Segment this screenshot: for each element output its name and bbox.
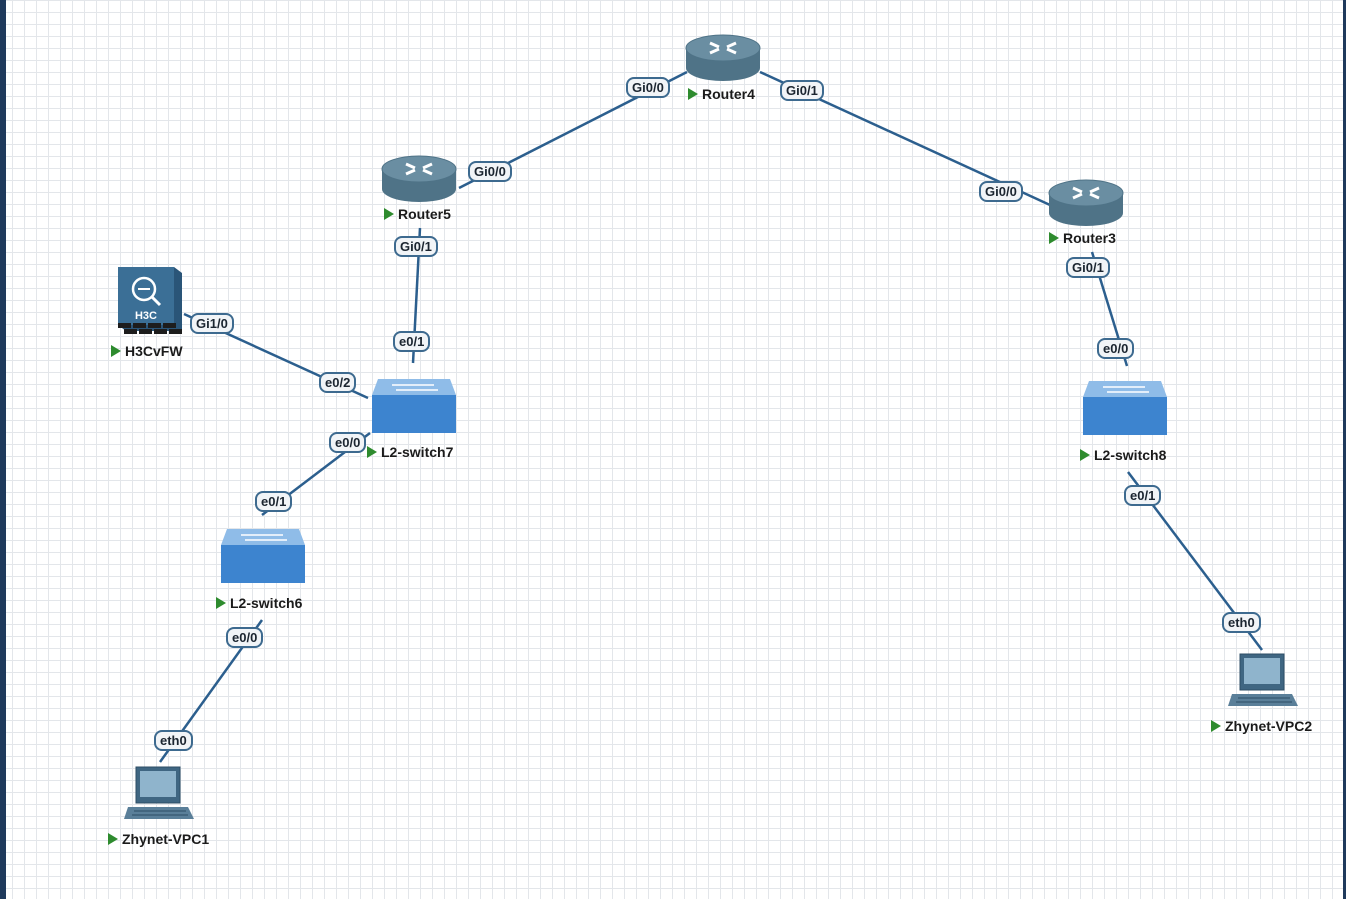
switch8-node[interactable]: [1081, 379, 1169, 439]
port-router4-gi00[interactable]: Gi0/0: [626, 77, 670, 98]
running-icon: [1049, 232, 1059, 244]
port-switch8-e01[interactable]: e0/1: [1124, 485, 1162, 506]
vpc2-node[interactable]: [1228, 652, 1300, 710]
running-icon: [216, 597, 226, 609]
pc-icon: [124, 766, 194, 819]
port-router5-gi01[interactable]: Gi0/1: [394, 236, 438, 257]
port-switch7-e00[interactable]: e0/0: [329, 432, 367, 453]
port-switch6-e00[interactable]: e0/0: [226, 627, 264, 648]
port-router3-gi01[interactable]: Gi0/1: [1066, 257, 1110, 278]
port-vpc2-eth0[interactable]: eth0: [1222, 612, 1261, 633]
router4-label: Router4: [688, 86, 755, 102]
running-icon: [688, 88, 698, 100]
running-icon: [384, 208, 394, 220]
router-icon: [685, 34, 761, 81]
router5-node[interactable]: [380, 155, 460, 205]
port-switch8-e00[interactable]: e0/0: [1097, 338, 1135, 359]
firewall-node[interactable]: H3C: [114, 263, 186, 337]
port-vpc1-eth0[interactable]: eth0: [154, 730, 193, 751]
switch-icon: [372, 379, 456, 433]
router3-label: Router3: [1049, 230, 1116, 246]
port-router5-gi00[interactable]: Gi0/0: [468, 161, 512, 182]
switch6-node[interactable]: [219, 527, 307, 587]
switch-icon: [1083, 381, 1167, 435]
port-switch6-e01[interactable]: e0/1: [255, 491, 293, 512]
port-switch7-e02[interactable]: e0/2: [319, 372, 357, 393]
router-icon: [1048, 179, 1124, 226]
firewall-icon: H3C: [118, 267, 182, 334]
right-panel-edge: [1343, 0, 1346, 899]
firewall-label: H3CvFW: [111, 343, 183, 359]
router5-label: Router5: [384, 206, 451, 222]
vpc2-label: Zhynet-VPC2: [1211, 718, 1312, 734]
running-icon: [108, 833, 118, 845]
switch-icon: [221, 529, 305, 583]
switch8-label: L2-switch8: [1080, 447, 1166, 463]
router3-node[interactable]: [1047, 179, 1127, 229]
port-router4-gi01[interactable]: Gi0/1: [780, 80, 824, 101]
router4-node[interactable]: [684, 34, 764, 84]
svg-text:H3C: H3C: [135, 310, 157, 322]
running-icon: [1211, 720, 1221, 732]
port-router3-gi00[interactable]: Gi0/0: [979, 181, 1023, 202]
switch7-node[interactable]: [370, 377, 458, 437]
port-firewall-gi10[interactable]: Gi1/0: [190, 313, 234, 334]
switch6-label: L2-switch6: [216, 595, 302, 611]
pc-icon: [1228, 653, 1298, 706]
router-icon: [381, 155, 457, 202]
running-icon: [367, 446, 377, 458]
vpc1-label: Zhynet-VPC1: [108, 831, 209, 847]
switch7-label: L2-switch7: [367, 444, 453, 460]
running-icon: [111, 345, 121, 357]
running-icon: [1080, 449, 1090, 461]
left-panel-edge: [0, 0, 6, 899]
vpc1-node[interactable]: [124, 765, 196, 823]
port-switch7-e01[interactable]: e0/1: [393, 331, 431, 352]
